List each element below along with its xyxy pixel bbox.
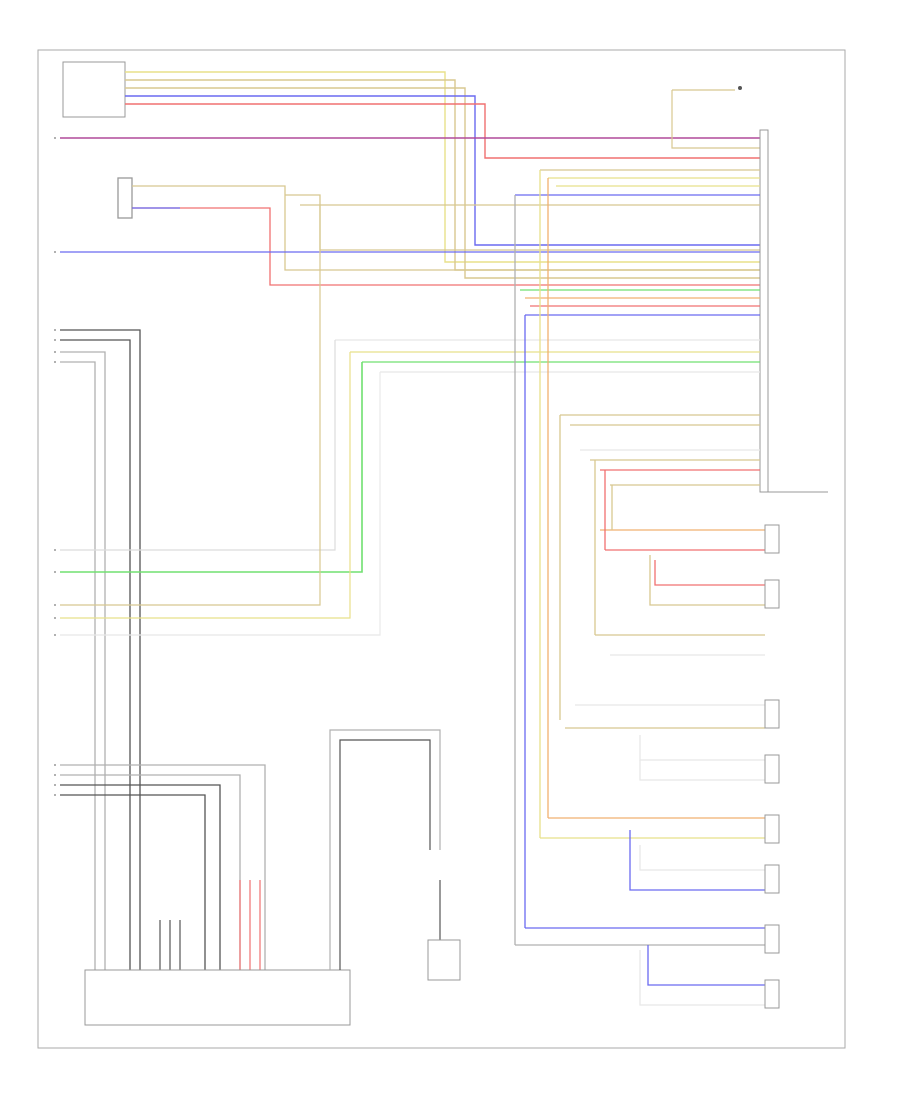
top-left-component (62, 61, 126, 118)
middle-left-connector (117, 177, 760, 286)
small-pins (159, 920, 181, 970)
ground-dot (738, 86, 742, 90)
yellow-wire-left (60, 352, 351, 619)
grey-wire-left (60, 372, 381, 636)
tan-wire-left (60, 205, 321, 606)
right-main-connector (759, 129, 769, 493)
top-wire-bundle (125, 71, 760, 279)
green-wire-left (60, 362, 363, 573)
left-edge-pin-markers (54, 137, 56, 796)
tan-wire-top (671, 90, 760, 149)
red-vertical-wires (239, 880, 261, 970)
left-vertical-bundle (60, 329, 141, 970)
right-speaker-group (515, 529, 765, 1006)
right-vertical-feeds (514, 170, 613, 945)
center-bottom-bundle (329, 729, 441, 970)
diagram-frame (37, 49, 846, 1049)
lower-left-bundle (60, 764, 266, 970)
right-wire-set (300, 169, 760, 486)
speaker-connectors (764, 524, 780, 1009)
center-bottom-component (427, 939, 461, 981)
white-wire-left (60, 340, 336, 551)
bottom-left-module (84, 969, 351, 1026)
